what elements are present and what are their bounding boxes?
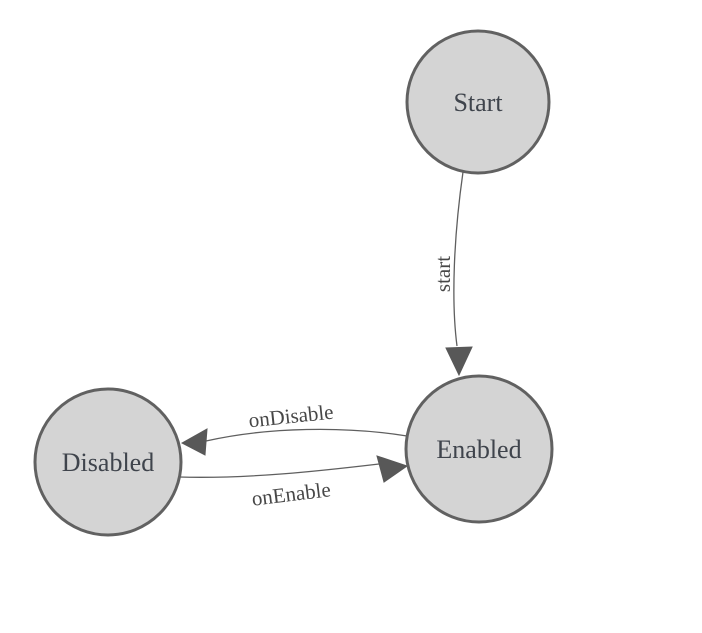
node-enabled-circle xyxy=(404,374,554,524)
edge-label-start: start xyxy=(431,256,455,292)
node-enabled[interactable]: Enabled xyxy=(404,374,554,524)
edge-label-ondisable: onDisable xyxy=(247,400,334,433)
node-disabled[interactable]: Disabled xyxy=(33,387,183,537)
edge-start-to-enabled-line xyxy=(453,171,464,347)
edge-start-to-enabled[interactable]: start xyxy=(431,171,473,377)
arrowhead-right-icon xyxy=(376,455,409,483)
node-start-circle xyxy=(405,29,551,175)
node-enabled-label: Enabled xyxy=(436,435,521,464)
node-start[interactable]: Start xyxy=(405,29,551,175)
node-disabled-circle xyxy=(33,387,183,537)
edge-enabled-to-disabled-line xyxy=(205,428,408,442)
node-start-label: Start xyxy=(453,88,503,117)
edge-enabled-to-disabled[interactable]: onDisable xyxy=(180,400,408,456)
arrowhead-left-icon xyxy=(180,428,208,456)
node-disabled-label: Disabled xyxy=(62,448,154,477)
edge-disabled-to-enabled-line xyxy=(178,463,380,478)
edge-label-onenable: onEnable xyxy=(250,477,332,510)
arrowhead-down-icon xyxy=(445,346,473,377)
edge-disabled-to-enabled[interactable]: onEnable xyxy=(178,455,409,511)
